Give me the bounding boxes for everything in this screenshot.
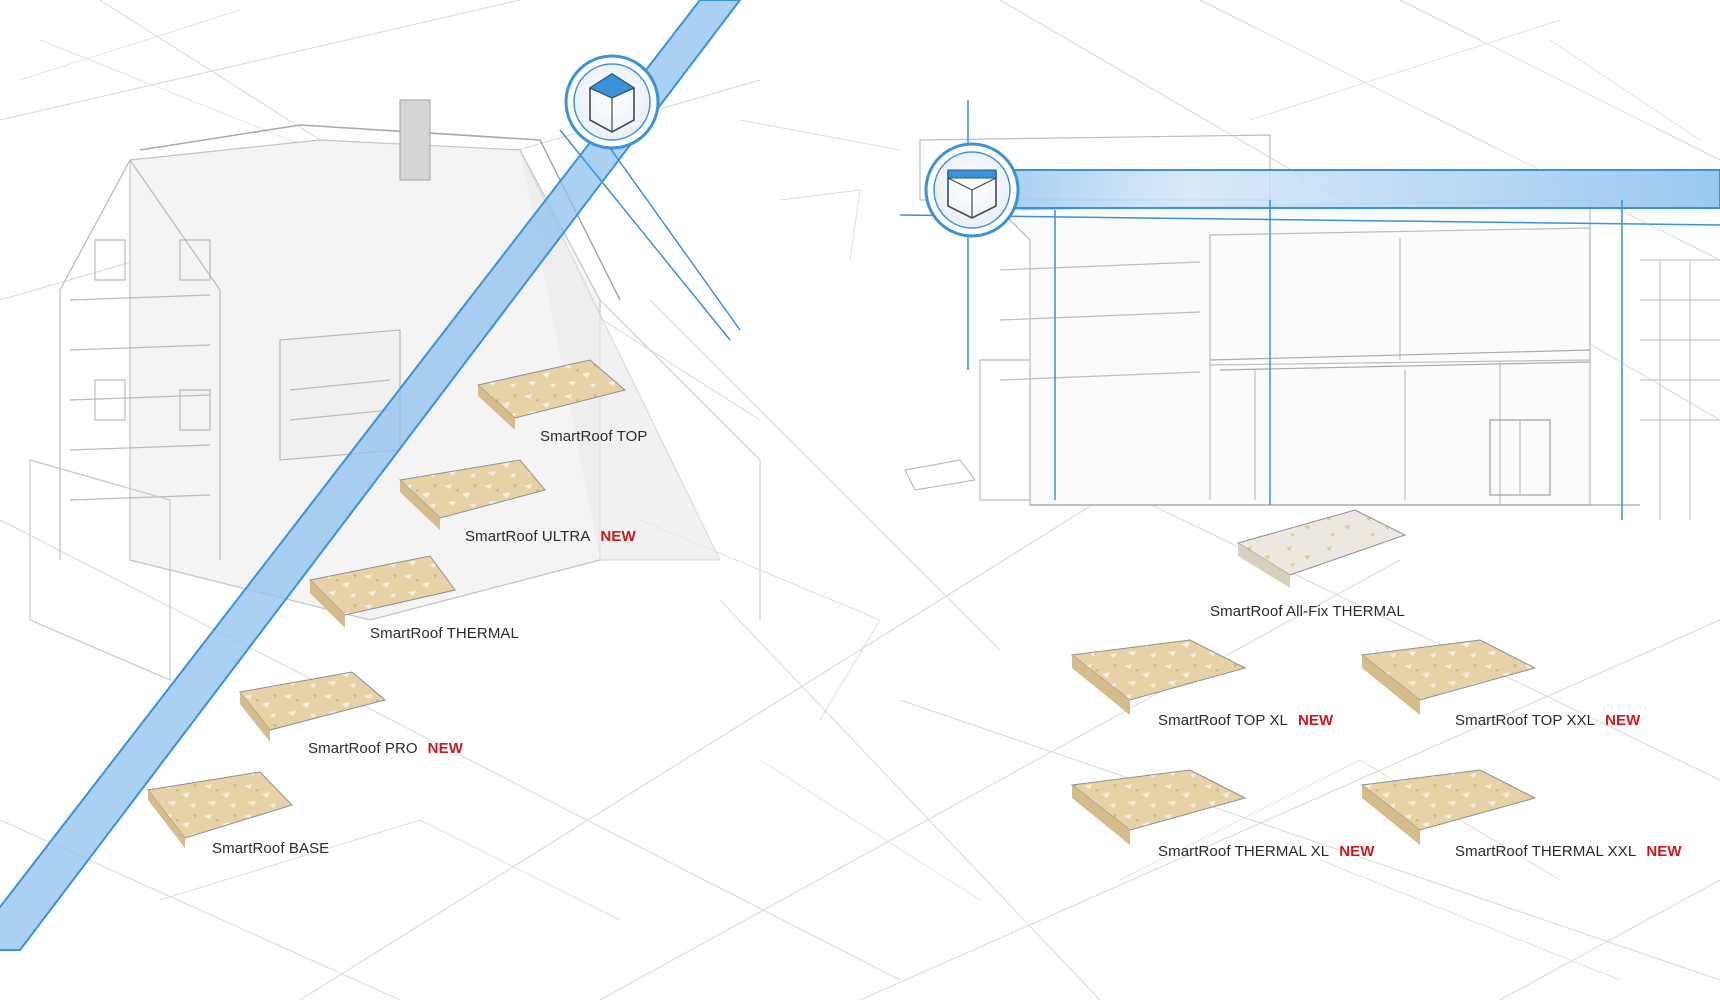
product-name: SmartRoof ULTRA xyxy=(465,528,591,545)
product-board-allfix[interactable] xyxy=(1236,509,1407,588)
product-label-thermal-xl[interactable]: SmartRoof THERMAL XL NEW xyxy=(1158,843,1375,860)
product-board-top-xxl[interactable] xyxy=(1360,639,1537,715)
flat-roof-beam xyxy=(899,100,1720,520)
house-flat-roof-icon[interactable] xyxy=(924,142,1020,238)
product-label-ultra[interactable]: SmartRoof ULTRA NEW xyxy=(465,528,636,545)
new-badge: NEW xyxy=(1605,712,1641,729)
product-label-top-xl[interactable]: SmartRoof TOP XL NEW xyxy=(1158,712,1333,729)
product-board-thermal[interactable] xyxy=(308,555,456,628)
pitched-roof-beam xyxy=(0,0,742,951)
new-badge: NEW xyxy=(1298,712,1334,729)
product-name: SmartRoof THERMAL XXL xyxy=(1455,843,1637,860)
product-name: SmartRoof All-Fix THERMAL xyxy=(1210,603,1405,620)
product-name: SmartRoof BASE xyxy=(212,840,330,857)
product-board-top-xl[interactable] xyxy=(1070,639,1247,715)
product-label-top[interactable]: SmartRoof TOP xyxy=(540,428,647,445)
new-badge: NEW xyxy=(1339,843,1375,860)
product-board-pro[interactable] xyxy=(239,671,387,742)
product-name: SmartRoof THERMAL xyxy=(370,625,519,642)
house-pitched-roof-icon[interactable] xyxy=(564,54,660,150)
product-name: SmartRoof THERMAL XL xyxy=(1158,843,1330,860)
product-name: SmartRoof TOP XXL xyxy=(1455,712,1596,729)
product-board-ultra[interactable] xyxy=(398,459,546,530)
product-board-top[interactable] xyxy=(476,359,627,430)
product-board-thermal-xxl[interactable] xyxy=(1360,769,1537,845)
product-label-thermal[interactable]: SmartRoof THERMAL xyxy=(370,625,519,642)
product-label-top-xxl[interactable]: SmartRoof TOP XXL NEW xyxy=(1455,712,1640,729)
product-label-pro[interactable]: SmartRoof PRO NEW xyxy=(308,740,463,757)
product-board-thermal-xl[interactable] xyxy=(1070,769,1247,845)
product-board-base[interactable] xyxy=(147,771,293,848)
product-label-allfix[interactable]: SmartRoof All-Fix THERMAL xyxy=(1210,603,1405,620)
product-name: SmartRoof PRO xyxy=(308,740,418,757)
product-name: SmartRoof TOP xyxy=(540,428,648,445)
product-name: SmartRoof TOP XL xyxy=(1158,712,1288,729)
new-badge: NEW xyxy=(1646,843,1682,860)
product-label-base[interactable]: SmartRoof BASE xyxy=(212,840,329,857)
new-badge: NEW xyxy=(427,740,463,757)
product-label-thermal-xxl[interactable]: SmartRoof THERMAL XXL NEW xyxy=(1455,843,1682,860)
new-badge: NEW xyxy=(600,528,636,545)
